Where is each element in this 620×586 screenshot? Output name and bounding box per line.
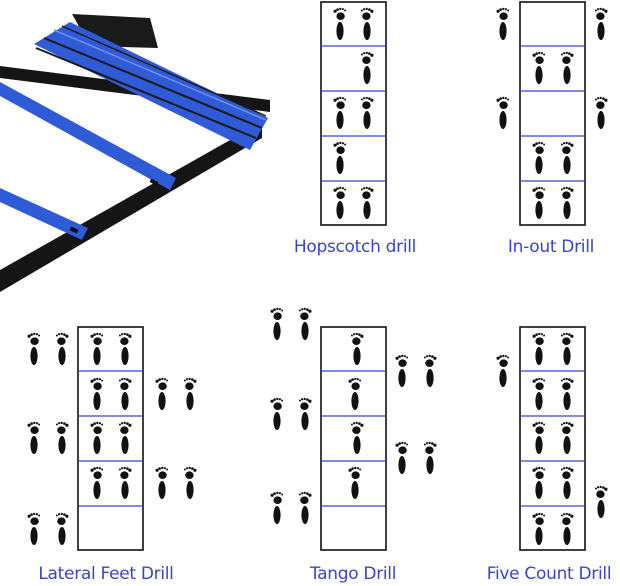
footprint-icon [532, 141, 546, 174]
in-out-drill: In-out Drill [496, 1, 608, 257]
footprint-icon [270, 397, 284, 430]
footprint-icon [361, 97, 374, 129]
footprint-icon [27, 421, 41, 454]
drill-title: Lateral Feet Drill [38, 564, 173, 584]
footprint-icon [333, 7, 347, 41]
footprint-icon [496, 7, 510, 41]
footprint-icon [333, 186, 347, 219]
footprint-icon [184, 378, 197, 410]
footprint-icon [532, 466, 546, 499]
ladder-frame [320, 1, 387, 226]
footprint-icon [348, 377, 362, 410]
footprint-icon [361, 187, 374, 219]
footprint-icon [561, 333, 574, 365]
footprint-icon [561, 378, 574, 410]
footprint-icon [119, 422, 132, 454]
footprint-icon [361, 8, 374, 40]
drill-title: Hopscotch drill [294, 237, 416, 257]
footprint-icon [299, 492, 312, 524]
footprint-icon [56, 513, 69, 545]
footprint-icon [532, 186, 546, 219]
footprint-icon [56, 422, 69, 454]
hopscotch-drill: Hopscotch drill [294, 1, 416, 257]
footprint-icon [395, 354, 409, 387]
footprint-icon [299, 308, 312, 340]
footprint-icon [532, 332, 546, 365]
footprint-icon [561, 187, 574, 219]
footprint-icon [155, 466, 169, 499]
footprint-icon [299, 398, 312, 430]
footprint-icon [532, 377, 546, 410]
lateral-feet-drill: Lateral Feet Drill [27, 326, 197, 584]
footprint-icon [56, 333, 69, 365]
footprint-icon [561, 52, 574, 84]
footprint-icon [424, 442, 437, 474]
footprint-icon [27, 332, 41, 365]
footprint-icon [496, 354, 510, 387]
drill-title: In-out Drill [508, 237, 594, 257]
agility-ladder-photo [0, 14, 270, 292]
five-count-drill: Five Count Drill [487, 326, 612, 584]
footprint-icon [333, 96, 347, 129]
footprint-icon [90, 377, 104, 410]
drill-title: Five Count Drill [487, 564, 612, 584]
footprint-icon [333, 141, 347, 174]
ladder-frame [77, 326, 144, 551]
ladder-frame [320, 326, 387, 551]
footprint-icon [496, 96, 510, 129]
drill-title: Tango Drill [309, 564, 396, 584]
ladder-frame [519, 326, 586, 551]
footprint-icon [361, 52, 374, 84]
footprint-icon [532, 51, 546, 84]
footprint-icon [348, 466, 362, 499]
footprint-icon [119, 333, 132, 365]
footprint-icon [595, 8, 608, 40]
footprint-icon [119, 467, 132, 499]
footprint-icon [119, 378, 132, 410]
footprint-icon [561, 513, 574, 545]
footprint-icon [424, 355, 437, 387]
footprint-icon [270, 307, 284, 340]
tango-drill: Tango Drill [270, 307, 437, 584]
footprint-icon [395, 441, 409, 474]
footprint-icon [595, 97, 608, 129]
footprint-icon [595, 486, 608, 518]
footprint-icon [561, 467, 574, 499]
footprint-icon [532, 421, 546, 454]
ladder-frame [519, 1, 586, 226]
footprint-icon [90, 332, 104, 365]
footprint-icon [351, 422, 364, 454]
footprint-icon [90, 421, 104, 454]
footprint-icon [351, 333, 364, 365]
footprint-icon [561, 422, 574, 454]
footprint-icon [90, 466, 104, 499]
footprint-icon [532, 512, 546, 545]
footprint-icon [27, 512, 41, 545]
footprint-icon [561, 142, 574, 174]
footprint-icon [155, 377, 169, 410]
footprint-icon [270, 491, 284, 524]
footprint-icon [184, 467, 197, 499]
